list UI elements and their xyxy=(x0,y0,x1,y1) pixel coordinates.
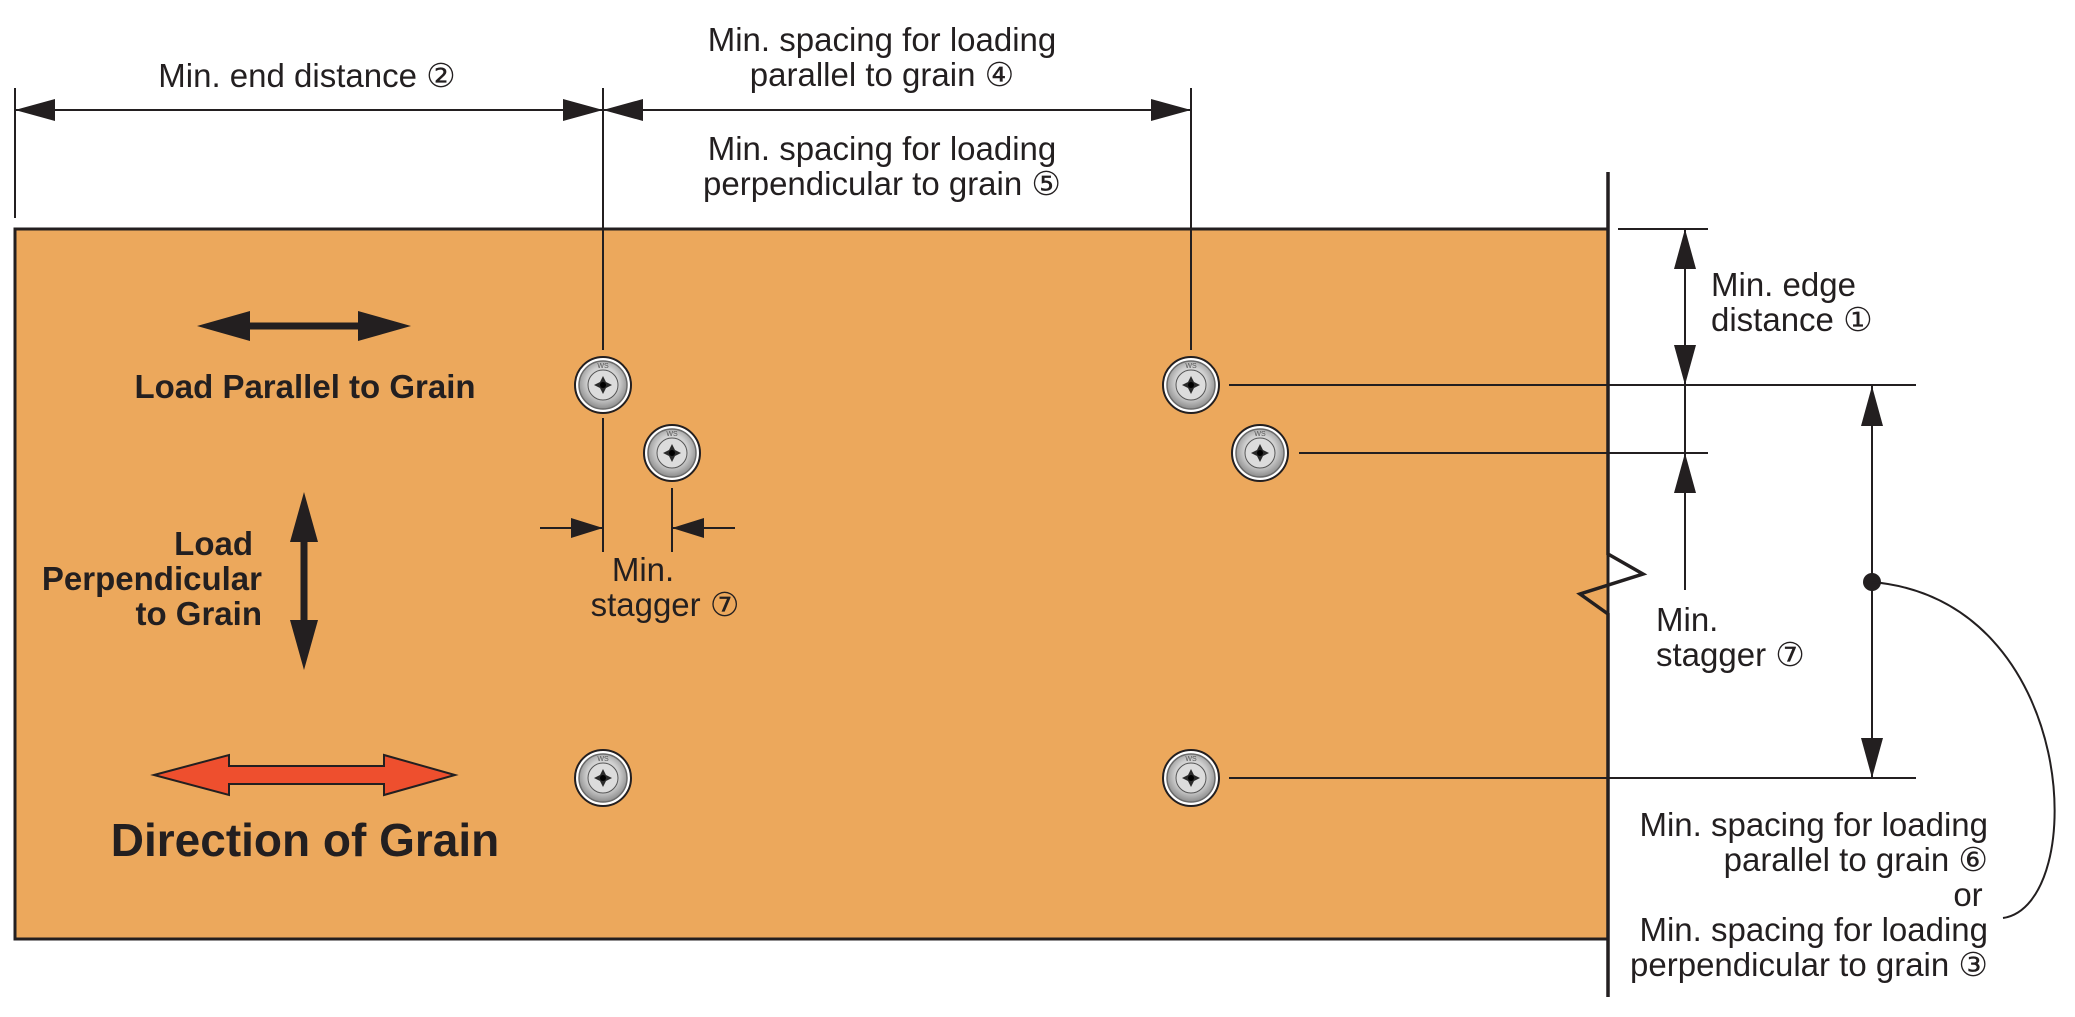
grain-direction-label: Direction of Grain xyxy=(111,814,499,866)
arrowhead-right xyxy=(1151,99,1191,121)
stagger-left-label-line2: stagger ⑦ xyxy=(591,586,740,623)
load-perpendicular-arrow-icon xyxy=(290,492,318,670)
spacing-dimension-top: Min. spacing for loading parallel to gra… xyxy=(603,21,1192,350)
stagger-right-label-line1: Min. xyxy=(1656,601,1718,638)
arrowhead-down xyxy=(1674,345,1696,385)
arrowhead-down xyxy=(1861,738,1883,778)
row-spacing-label-line4: perpendicular to grain ③ xyxy=(1630,946,1988,983)
screw-head-icon xyxy=(643,424,701,482)
edge-distance-label-line2: distance ① xyxy=(1711,301,1873,338)
arrowhead-left xyxy=(672,518,704,538)
row-spacing-label-line2: parallel to grain ⑥ xyxy=(1724,841,1988,878)
row-spacing-label-line1: Min. spacing for loading xyxy=(1639,806,1988,843)
spacing-perp-label-line2: perpendicular to grain ⑤ xyxy=(703,165,1061,202)
stagger-right-label-line2: stagger ⑦ xyxy=(1656,636,1805,673)
arrowhead-left xyxy=(15,99,55,121)
screw-head-icon xyxy=(1162,356,1220,414)
arrowhead-up xyxy=(1674,229,1696,269)
arrowhead-right xyxy=(563,99,603,121)
load-perp-label-line2: Perpendicular xyxy=(42,560,262,597)
edge-distance-dimension: Min. edge distance ① Min. stagger ⑦ xyxy=(1229,228,1916,673)
spacing-parallel-label-line1: Min. spacing for loading xyxy=(708,21,1057,58)
screw-head-icon xyxy=(1231,424,1289,482)
load-perp-label-line3: to Grain xyxy=(135,595,262,632)
arrowhead-up xyxy=(1674,453,1696,493)
edge-distance-label-line1: Min. edge xyxy=(1711,266,1856,303)
row-spacing-or: or xyxy=(1953,876,1982,913)
leader-curve xyxy=(1871,581,2056,919)
arrowhead-left xyxy=(603,99,643,121)
wood-member xyxy=(13,227,1610,941)
grain-direction-arrow-icon xyxy=(150,753,459,797)
load-parallel-label: Load Parallel to Grain xyxy=(134,368,475,405)
load-perp-label-line1: Load xyxy=(174,525,253,562)
arrowhead-right xyxy=(571,518,603,538)
spacing-perp-label-line1: Min. spacing for loading xyxy=(708,130,1057,167)
end-distance-dimension: Min. end distance ② xyxy=(14,57,604,350)
spacing-parallel-label-line2: parallel to grain ④ xyxy=(750,56,1014,93)
screw-head-icon xyxy=(574,749,632,807)
screw-head-icon xyxy=(1162,749,1220,807)
end-distance-label: Min. end distance ② xyxy=(158,57,455,94)
break-line xyxy=(1576,172,1648,997)
screw-head-icon xyxy=(574,356,632,414)
stagger-dimension-left: Min. stagger ⑦ xyxy=(540,418,739,623)
row-spacing-label-line3: Min. spacing for loading xyxy=(1639,911,1988,948)
load-parallel-arrow-icon xyxy=(197,311,411,341)
stagger-left-label-line1: Min. xyxy=(612,551,674,588)
arrowhead-up xyxy=(1861,386,1883,426)
row-spacing-dimension: Min. spacing for loading parallel to gra… xyxy=(1229,386,2056,983)
